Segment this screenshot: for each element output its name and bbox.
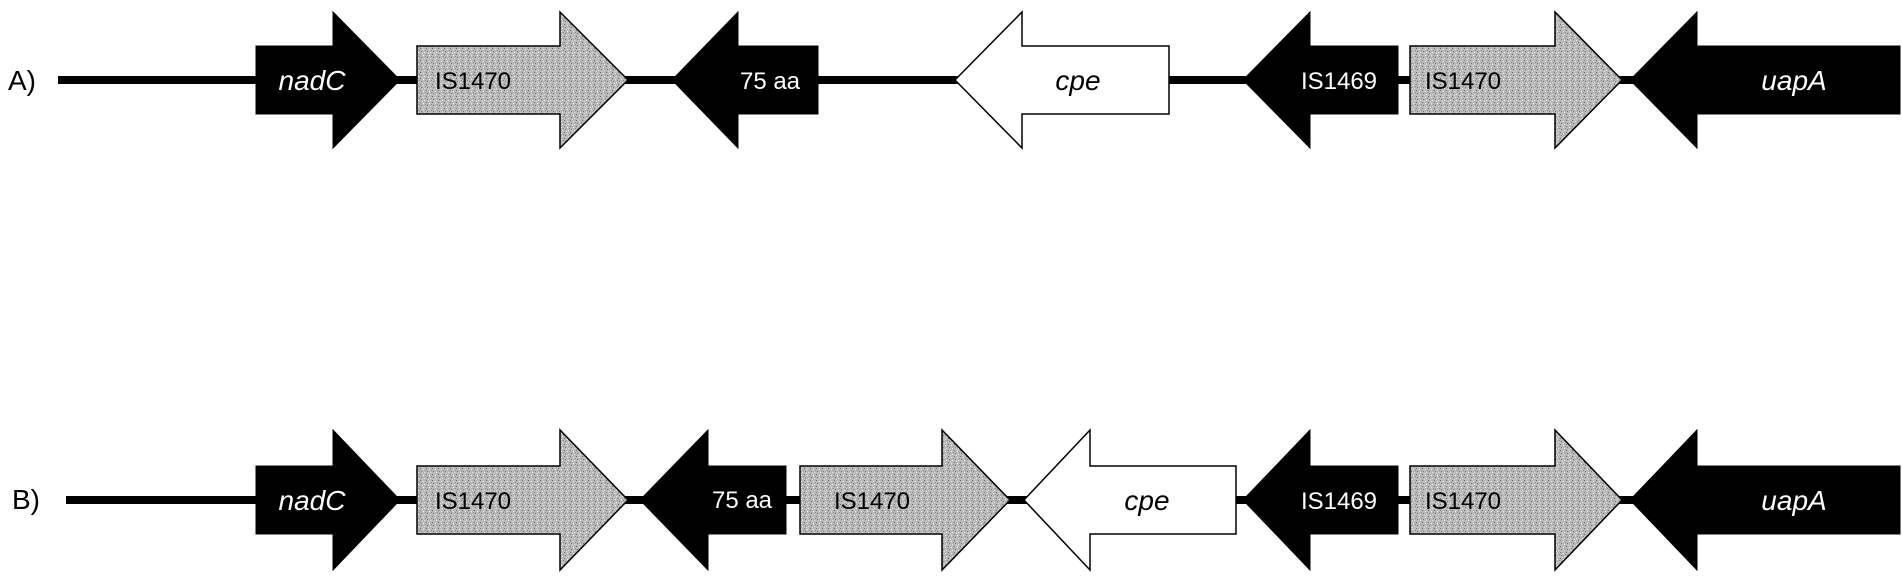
- row-b-gene-is1470-2: IS1470: [799, 428, 1012, 572]
- row-a-is1469-label: IS1469: [1301, 68, 1377, 95]
- row-a-gene-nadc: nadC: [255, 10, 401, 150]
- row-a-nadc-label: nadC: [279, 65, 347, 96]
- row-b-gene-is1469: IS1469: [1242, 428, 1399, 572]
- row-a-nadc-arrow: [255, 10, 401, 150]
- row-a: A) nadC IS1470 75 aa cpe IS1469 IS1470: [8, 10, 1901, 150]
- row-b: B) nadC IS1470 75 aa IS1470 cpe IS1469: [12, 428, 1901, 572]
- row-a-is1470-2-arrow: [1409, 10, 1624, 150]
- row-b-is1470-2-arrow: [799, 428, 1012, 572]
- row-b-uapa-label: uapA: [1761, 485, 1826, 516]
- row-b-gene-uapa: uapA: [1629, 428, 1901, 572]
- row-a-is1470-1-arrow: [416, 10, 630, 150]
- row-b-uapa-arrow: [1629, 428, 1901, 572]
- row-a-label: A): [8, 65, 36, 96]
- row-b-is1469-label: IS1469: [1301, 488, 1377, 515]
- row-a-uapa-label: uapA: [1761, 65, 1826, 96]
- row-b-gene-is1470-1: IS1470: [416, 428, 630, 572]
- row-a-is1470-2-label: IS1470: [1425, 68, 1501, 95]
- row-b-nadc-arrow: [255, 428, 401, 572]
- row-b-nadc-label: nadC: [279, 485, 347, 516]
- row-b-75aa-arrow: [639, 428, 787, 572]
- row-a-gene-is1469: IS1469: [1242, 10, 1399, 150]
- row-b-is1470-3-arrow: [1409, 428, 1624, 572]
- row-a-cpe-label: cpe: [1055, 65, 1100, 96]
- row-a-gene-is1470-2: IS1470: [1409, 10, 1624, 150]
- row-b-is1469-arrow: [1242, 428, 1399, 572]
- row-a-gene-75aa: 75 aa: [671, 10, 819, 150]
- row-a-75aa-label: 75 aa: [740, 68, 801, 95]
- row-b-is1470-2-label: IS1470: [834, 488, 910, 515]
- row-a-gene-uapa: uapA: [1629, 10, 1901, 150]
- row-a-cpe-arrow: [953, 10, 1170, 150]
- row-b-gene-nadc: nadC: [255, 428, 401, 572]
- row-a-uapa-arrow: [1629, 10, 1901, 150]
- row-a-is1470-1-label: IS1470: [435, 68, 511, 95]
- row-b-gene-cpe: cpe: [1022, 428, 1237, 572]
- row-b-gene-75aa: 75 aa: [639, 428, 787, 572]
- row-b-is1470-1-arrow: [416, 428, 630, 572]
- row-b-gene-is1470-3: IS1470: [1409, 428, 1624, 572]
- row-b-label: B): [12, 484, 40, 515]
- row-b-75aa-label: 75 aa: [712, 487, 773, 514]
- row-b-is1470-3-label: IS1470: [1425, 488, 1501, 515]
- row-a-gene-is1470-1: IS1470: [416, 10, 630, 150]
- row-b-is1470-1-label: IS1470: [435, 488, 511, 515]
- row-a-gene-cpe: cpe: [953, 10, 1170, 150]
- row-a-75aa-arrow: [671, 10, 819, 150]
- row-b-cpe-arrow: [1022, 428, 1237, 572]
- row-b-cpe-label: cpe: [1124, 485, 1169, 516]
- row-a-is1469-arrow: [1242, 10, 1399, 150]
